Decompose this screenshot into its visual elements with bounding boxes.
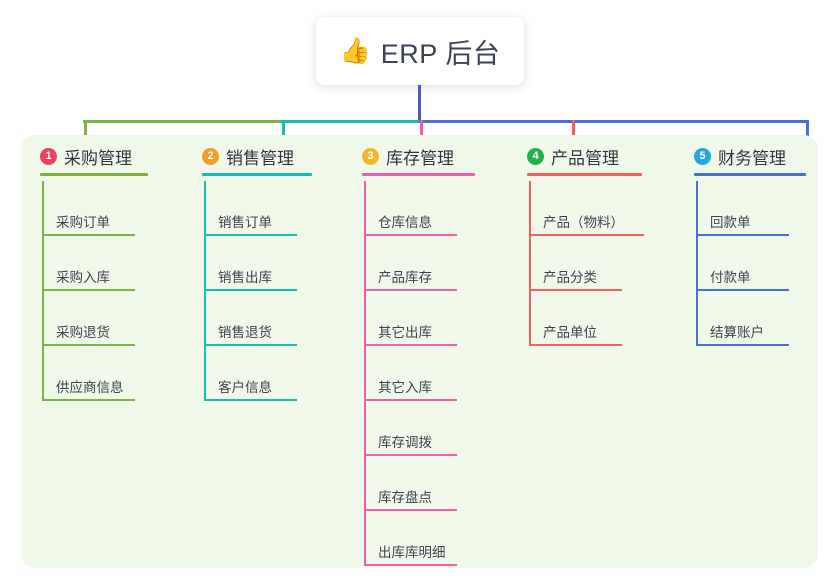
leaf-item[interactable]: 其它入库: [364, 346, 457, 401]
leaf-item[interactable]: 供应商信息: [42, 346, 135, 401]
leaf-item-underline: [364, 289, 457, 291]
leaf-item[interactable]: 产品库存: [364, 236, 457, 291]
leaf-item-label: 销售出库: [218, 270, 272, 285]
leaf-item-label: 库存调拨: [378, 435, 432, 450]
leaf-item-underline: [42, 234, 135, 236]
leaf-item-underline: [696, 234, 789, 236]
leaf-item[interactable]: 出库库明细: [364, 511, 457, 566]
leaf-item-underline: [529, 234, 644, 236]
branch-underline: [694, 173, 806, 176]
leaf-item[interactable]: 采购订单: [42, 181, 135, 236]
leaf-item-label: 产品库存: [378, 270, 432, 285]
leaf-item[interactable]: 销售出库: [204, 236, 297, 291]
leaf-item-underline: [529, 344, 622, 346]
branch-title: 库存管理: [386, 149, 454, 168]
leaf-item[interactable]: 客户信息: [204, 346, 297, 401]
branch-spine: [696, 181, 698, 346]
leaf-item-underline: [42, 344, 135, 346]
leaf-item[interactable]: 采购入库: [42, 236, 135, 291]
leaf-item-label: 回款单: [710, 215, 751, 230]
root-node[interactable]: 👍 ERP 后台: [316, 17, 524, 85]
branch-number-badge: 2: [202, 148, 219, 165]
leaf-item-label: 其它出库: [378, 325, 432, 340]
leaf-item[interactable]: 回款单: [696, 181, 789, 236]
branch-number-badge: 5: [694, 148, 711, 165]
leaf-item-label: 库存盘点: [378, 490, 432, 505]
leaf-item[interactable]: 其它出库: [364, 291, 457, 346]
leaf-item-underline: [42, 289, 135, 291]
leaf-item-underline: [364, 564, 457, 566]
branch-spine: [364, 181, 366, 566]
branch-number-badge: 4: [527, 148, 544, 165]
leaf-item-underline: [364, 454, 457, 456]
leaf-item-underline: [529, 289, 622, 291]
leaf-item[interactable]: 仓库信息: [364, 181, 457, 236]
leaf-item[interactable]: 产品单位: [529, 291, 622, 346]
leaf-item[interactable]: 销售订单: [204, 181, 297, 236]
leaf-item-underline: [204, 234, 297, 236]
branch-header-5[interactable]: 5 财务管理: [694, 144, 786, 169]
leaf-item-underline: [364, 509, 457, 511]
branch-spine: [42, 181, 44, 401]
leaf-item[interactable]: 库存盘点: [364, 456, 457, 511]
leaf-item-underline: [696, 344, 789, 346]
branch-underline: [362, 173, 475, 176]
leaf-item-label: 其它入库: [378, 380, 432, 395]
branch-number-badge: 1: [40, 148, 57, 165]
branch-underline: [202, 173, 312, 176]
branch-underline: [527, 173, 642, 176]
branch-title: 销售管理: [226, 149, 294, 168]
leaf-item-underline: [696, 289, 789, 291]
leaf-item-label: 结算账户: [710, 325, 764, 340]
branch-title: 采购管理: [64, 149, 132, 168]
root-node-title: ERP 后台: [380, 38, 501, 69]
leaf-item-underline: [204, 289, 297, 291]
branch-header-1[interactable]: 1 采购管理: [40, 144, 132, 169]
branch-title: 财务管理: [718, 149, 786, 168]
branch-number-badge: 3: [362, 148, 379, 165]
leaf-item-label: 付款单: [710, 270, 751, 285]
leaf-item-label: 采购退货: [56, 325, 110, 340]
leaf-item-underline: [42, 399, 135, 401]
leaf-item-label: 销售退货: [218, 325, 272, 340]
thumbs-up-icon: 👍: [339, 36, 371, 65]
leaf-item-underline: [364, 234, 457, 236]
connector-bar-1: [83, 120, 281, 123]
connector-trunk: [418, 85, 421, 123]
leaf-item-label: 仓库信息: [378, 215, 432, 230]
branch-underline: [40, 173, 148, 176]
leaf-item[interactable]: 销售退货: [204, 291, 297, 346]
leaf-item-label: 销售订单: [218, 215, 272, 230]
leaf-item-label: 产品单位: [543, 325, 597, 340]
branch-spine: [204, 181, 206, 401]
leaf-item-label: 采购订单: [56, 215, 110, 230]
leaf-item-underline: [364, 344, 457, 346]
leaf-item[interactable]: 结算账户: [696, 291, 789, 346]
branch-title: 产品管理: [551, 149, 619, 168]
leaf-item-label: 产品（物料）: [543, 215, 624, 230]
branch-header-2[interactable]: 2 销售管理: [202, 144, 294, 169]
connector-bar-3: [419, 120, 809, 123]
leaf-item-label: 出库库明细: [378, 545, 446, 560]
leaf-item-label: 采购入库: [56, 270, 110, 285]
branch-header-4[interactable]: 4 产品管理: [527, 144, 619, 169]
leaf-item[interactable]: 库存调拨: [364, 401, 457, 456]
leaf-item[interactable]: 产品（物料）: [529, 181, 644, 236]
leaf-item[interactable]: 付款单: [696, 236, 789, 291]
connector-bar-2: [281, 120, 422, 123]
branches-panel: 1 采购管理采购订单采购入库采购退货供应商信息 2 销售管理销售订单销售出库销售退货客…: [21, 135, 818, 568]
leaf-item-label: 产品分类: [543, 270, 597, 285]
leaf-item[interactable]: 采购退货: [42, 291, 135, 346]
branch-header-3[interactable]: 3 库存管理: [362, 144, 454, 169]
leaf-item-label: 供应商信息: [56, 380, 124, 395]
leaf-item[interactable]: 产品分类: [529, 236, 622, 291]
leaf-item-underline: [204, 344, 297, 346]
leaf-item-underline: [204, 399, 297, 401]
leaf-item-underline: [364, 399, 457, 401]
branch-spine: [529, 181, 531, 346]
leaf-item-label: 客户信息: [218, 380, 272, 395]
